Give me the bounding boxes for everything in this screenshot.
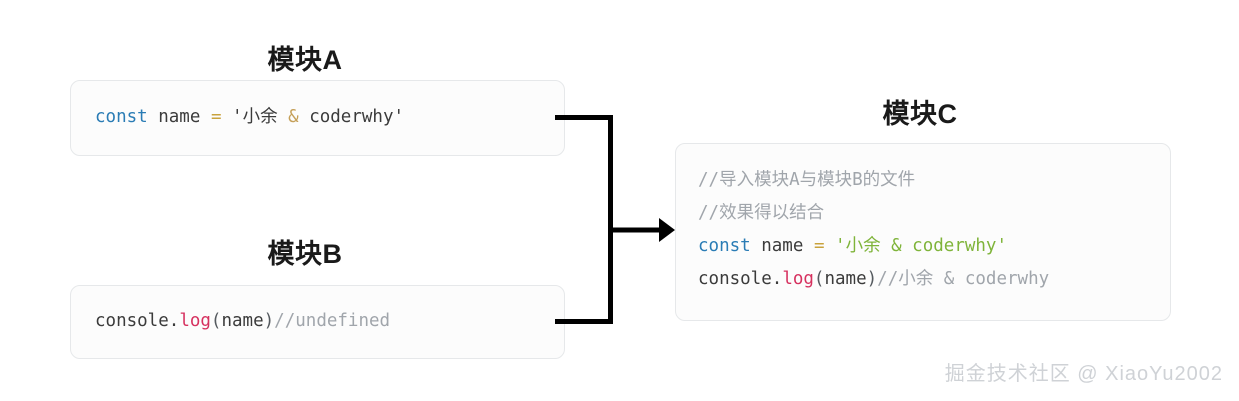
- module-b-code-card: console.log(name)//undefined: [70, 285, 565, 359]
- module-a-code-card: const name = '小余 & coderwhy': [70, 80, 565, 156]
- token-space: [221, 107, 232, 127]
- token-paren-close: ): [866, 269, 878, 289]
- token-string-value: '小余 & coderwhy': [835, 236, 1007, 256]
- watermark-text: 掘金技术社区 @ XiaoYu2002: [944, 363, 1223, 385]
- token-ampersand: &: [288, 107, 299, 127]
- module-a-code-line: const name = '小余 & coderwhy': [95, 101, 564, 134]
- token-paren-open: (: [210, 311, 222, 331]
- token-variable-name: name: [761, 236, 804, 256]
- module-c-comment-line-1: //导入模块A与模块B的文件: [698, 170, 916, 190]
- token-argument-name: name: [824, 269, 867, 289]
- token-dot: .: [168, 311, 180, 331]
- token-comment-result: //小余 & coderwhy: [877, 269, 1050, 289]
- token-operator-equals: =: [210, 107, 222, 127]
- token-object-console: console: [698, 269, 772, 289]
- module-b-title: 模块B: [267, 239, 343, 269]
- token-keyword-const: const: [698, 236, 751, 256]
- module-c-code-card: //导入模块A与模块B的文件 //效果得以结合 const name = '小余…: [675, 143, 1171, 321]
- token-comment-undefined: //undefined: [274, 311, 391, 331]
- token-space: [200, 107, 211, 127]
- token-string-close: coderwhy': [298, 107, 405, 127]
- token-object-console: console: [95, 311, 169, 331]
- token-operator-equals: =: [813, 236, 825, 256]
- token-variable-name: name: [158, 107, 201, 127]
- module-a-title: 模块A: [267, 45, 343, 75]
- module-c-code-line-3: const name = '小余 & coderwhy': [698, 230, 1170, 263]
- module-c-comment-line-2: //效果得以结合: [698, 203, 825, 223]
- token-method-log: log: [782, 269, 814, 289]
- token-keyword-const: const: [95, 107, 148, 127]
- token-method-log: log: [179, 311, 211, 331]
- module-c-code-line-4: console.log(name)//小余 & coderwhy: [698, 263, 1170, 296]
- token-paren-close: ): [263, 311, 275, 331]
- token-dot: .: [771, 269, 783, 289]
- module-c-title: 模块C: [882, 99, 958, 129]
- token-argument-name: name: [221, 311, 264, 331]
- module-b-code-line: console.log(name)//undefined: [95, 305, 564, 338]
- token-paren-open: (: [813, 269, 825, 289]
- token-string-open: '小余: [232, 107, 289, 127]
- token-space: [148, 107, 159, 127]
- merge-arrow-icon: [555, 115, 675, 324]
